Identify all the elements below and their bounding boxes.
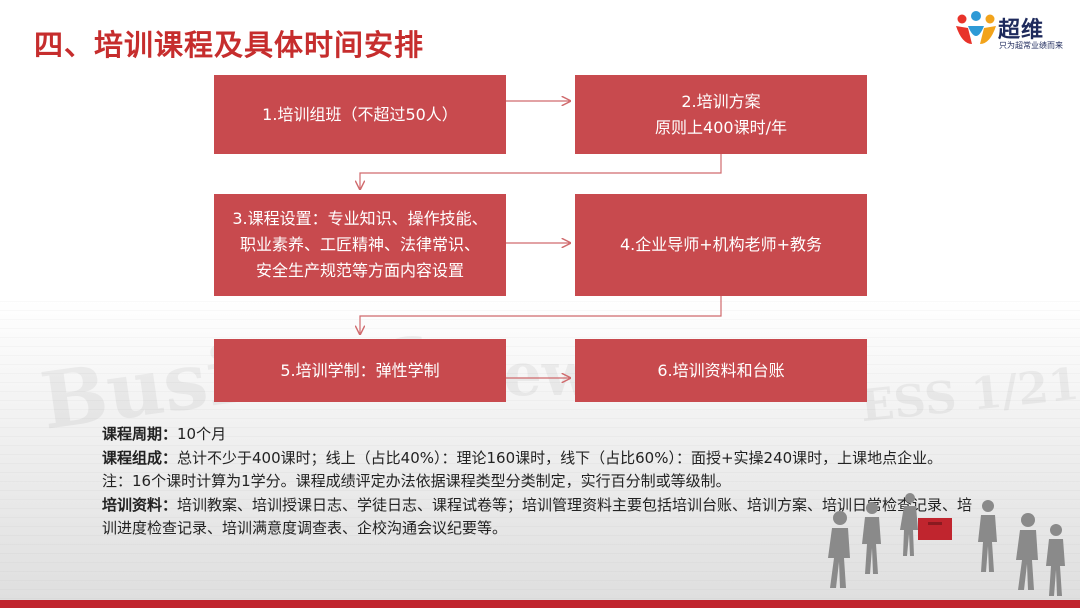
flow-step-2-line-1: 2.培训方案 xyxy=(681,91,761,111)
flow-step-5-text: 5.培训学制：弹性学制 xyxy=(280,360,440,380)
flow-step-5: 5.培训学制：弹性学制 xyxy=(214,339,506,402)
course-info: 课程周期：10个月 课程组成：总计不少于400课时；线上（占比40%）：理论16… xyxy=(102,423,982,541)
bottom-red-band xyxy=(0,600,1080,608)
flow-step-2-line-2: 原则上400课时/年 xyxy=(655,117,787,137)
flow-step-4-text: 4.企业导师+机构老师+教务 xyxy=(619,235,823,254)
brand-logo: 超维 只为超常业绩而来 xyxy=(954,8,1072,54)
course-cycle: 课程周期：10个月 xyxy=(102,423,982,447)
flow-step-3-line-3: 安全生产规范等方面内容设置 xyxy=(255,261,464,280)
course-composition-value: 总计不少于400课时；线上（占比40%）：理论160课时，线下（占比60%）：面… xyxy=(177,448,943,467)
logo-name: 超维 xyxy=(998,18,1045,43)
flow-step-6-text: 6.培训资料和台账 xyxy=(657,360,785,380)
credit-note: 注：16个课时计算为1学分。课程成绩评定办法依据课程类型分类制定，实行百分制或等… xyxy=(102,472,731,490)
flow-step-4: 4.企业导师+机构老师+教务 xyxy=(575,194,867,296)
flow-step-3: 3.课程设置：专业知识、操作技能、 职业素养、工匠精神、法律常识、 安全生产规范… xyxy=(214,194,506,296)
flow-step-2: 2.培训方案 原则上400课时/年 xyxy=(575,75,867,154)
logo-slogan: 只为超常业绩而来 xyxy=(999,41,1063,50)
course-cycle-value: 10个月 xyxy=(177,425,227,443)
training-materials-label: 培训资料： xyxy=(102,495,178,514)
course-cycle-label: 课程周期： xyxy=(102,425,178,443)
people-logo-icon xyxy=(956,11,996,44)
flow-step-1: 1.培训组班（不超过50人） xyxy=(214,75,506,154)
arrow-2-to-3 xyxy=(360,154,722,189)
course-composition: 课程组成：总计不少于400课时；线上（占比40%）：理论160课时，线下（占比6… xyxy=(102,447,982,471)
newspaper-word-3: ESS 1/21 xyxy=(857,358,1080,433)
flow-step-3-line-2: 职业素养、工匠精神、法律常识、 xyxy=(239,235,480,254)
training-materials: 培训资料：培训教案、培训授课日志、学徒日志、课程试卷等；培训管理资料主要包括培训… xyxy=(102,494,982,541)
business-people-illustration xyxy=(828,493,1065,596)
slide-title: 四、培训课程及具体时间安排 xyxy=(34,28,425,62)
training-materials-value: 培训教案、培训授课日志、学徒日志、课程试卷等；培训管理资料主要包括培训台账、培训… xyxy=(102,495,973,538)
flow-step-6: 6.培训资料和台账 xyxy=(575,339,867,402)
flow-step-3-line-1: 3.课程设置：专业知识、操作技能、 xyxy=(232,209,488,228)
flow-step-1-text: 1.培训组班（不超过50人） xyxy=(262,104,458,124)
course-composition-label: 课程组成： xyxy=(102,448,178,467)
